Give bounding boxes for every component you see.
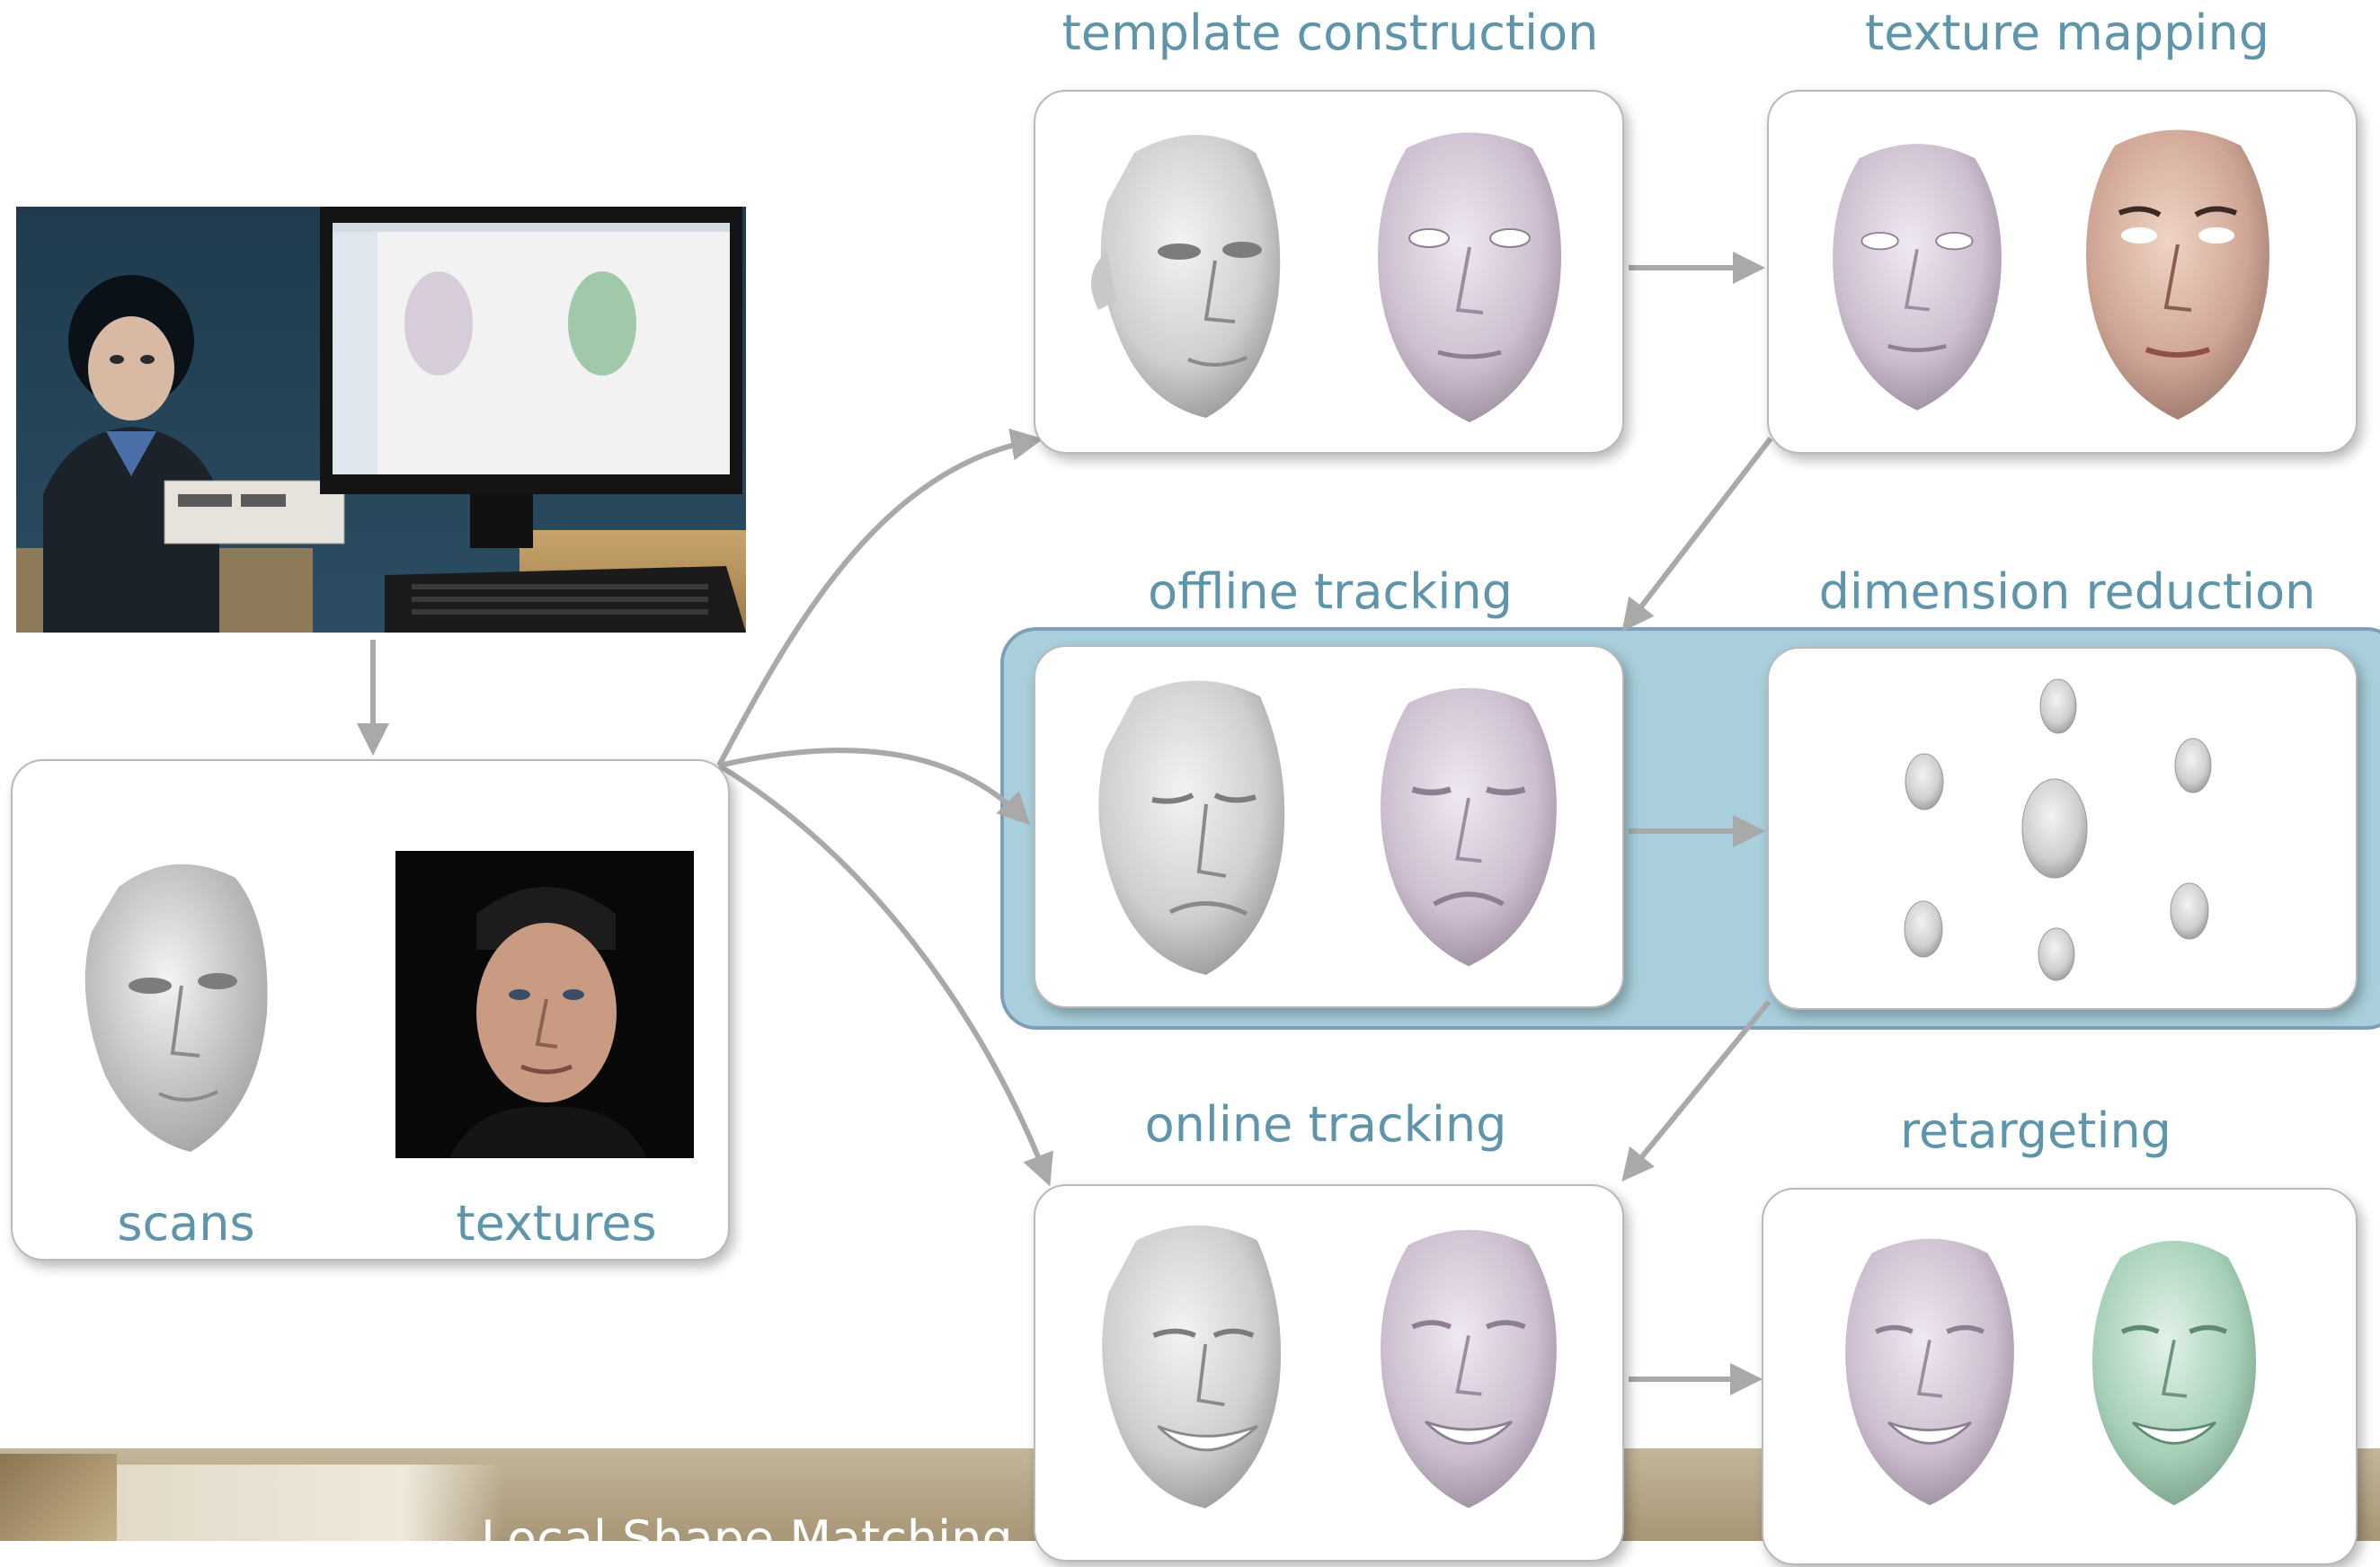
texture-photo — [395, 851, 694, 1158]
tracked-face-image — [1381, 687, 1557, 967]
online-tracking-panel — [1034, 1184, 1624, 1562]
template-face-image — [1378, 132, 1561, 422]
offline-tracking-panel — [1034, 645, 1624, 1008]
textures-label: textures — [456, 1195, 657, 1252]
textured-face-image — [2086, 129, 2269, 420]
label-online-tracking: online tracking — [1144, 1096, 1507, 1153]
template-face-image — [1833, 144, 2002, 411]
texture-mapping-panel — [1767, 90, 2358, 454]
arrow-inputs-to-offline — [718, 748, 1031, 826]
arrow-texture-to-offline — [1621, 437, 1773, 633]
scan-face-image — [1102, 1225, 1282, 1509]
template-construction-panel — [1034, 90, 1624, 454]
label-offline-tracking: offline tracking — [1148, 563, 1513, 620]
arrow-inputs-to-template — [716, 428, 1043, 767]
scan-face-image — [84, 863, 268, 1152]
arrow-inputs-to-online — [717, 763, 1053, 1187]
tracked-face-image — [1381, 1229, 1557, 1509]
scans-label: scans — [117, 1195, 255, 1252]
label-retargeting: retargeting — [1900, 1102, 2171, 1159]
label-texture-mapping: texture mapping — [1865, 4, 2269, 61]
retargeting-panel — [1762, 1188, 2358, 1565]
face-basis-cloud — [1904, 678, 2212, 981]
inputs-panel: scans textures — [11, 759, 730, 1261]
scan-face-image — [1091, 135, 1281, 418]
dimension-reduction-panel — [1767, 647, 2358, 1010]
arrow-dimension-to-online — [1621, 1000, 1772, 1182]
retargeted-face-image — [2091, 1240, 2257, 1506]
tracked-face-image — [1845, 1238, 2014, 1506]
capture-setup-photo — [16, 207, 746, 633]
label-template-construction: template construction — [1061, 4, 1599, 61]
scan-face-image — [1098, 680, 1285, 975]
label-dimension-reduction: dimension reduction — [1818, 563, 2316, 620]
footer-logo — [0, 1454, 117, 1541]
